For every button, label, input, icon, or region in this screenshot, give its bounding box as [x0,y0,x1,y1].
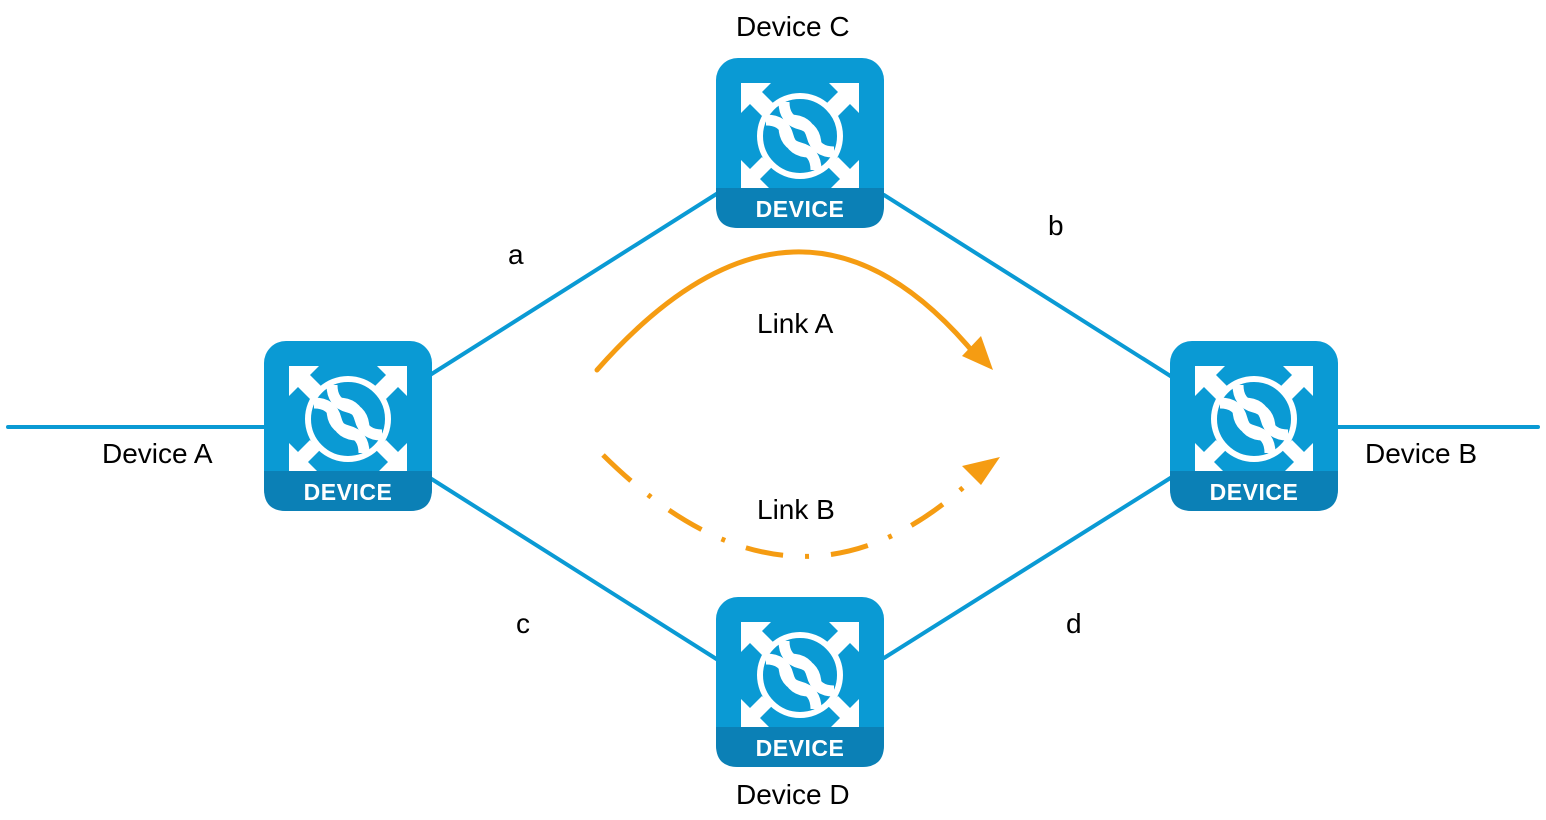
device-b-label: Device B [1365,438,1478,469]
link-label-d: d [1066,608,1082,639]
link-b-path [601,453,984,559]
link-line-d [882,475,1174,660]
path-label-link-a: Link A [757,308,834,339]
link-b-arrowhead [962,457,1000,485]
link-a-arrowhead [962,336,993,370]
device-b-badge: DEVICE [1210,479,1299,505]
device-c-label: Device C [736,11,850,42]
device-d[interactable]: DEVICE [716,597,884,767]
link-label-a: a [508,239,524,270]
link-line-a [428,191,720,377]
link-line-c [428,476,720,662]
device-d-label: Device D [736,779,850,810]
link-a-path [594,249,981,373]
device-a-badge: DEVICE [304,479,393,505]
path-label-link-b: Link B [757,494,835,525]
device-d-badge: DEVICE [756,735,845,761]
device-c[interactable]: DEVICE [716,58,884,228]
link-label-c: c [516,608,530,639]
device-b[interactable]: DEVICE [1170,341,1338,511]
link-line-b [882,193,1174,379]
link-label-b: b [1048,210,1064,241]
device-a[interactable]: DEVICE [264,341,432,511]
device-a-label: Device A [102,438,213,469]
device-c-badge: DEVICE [756,196,845,222]
